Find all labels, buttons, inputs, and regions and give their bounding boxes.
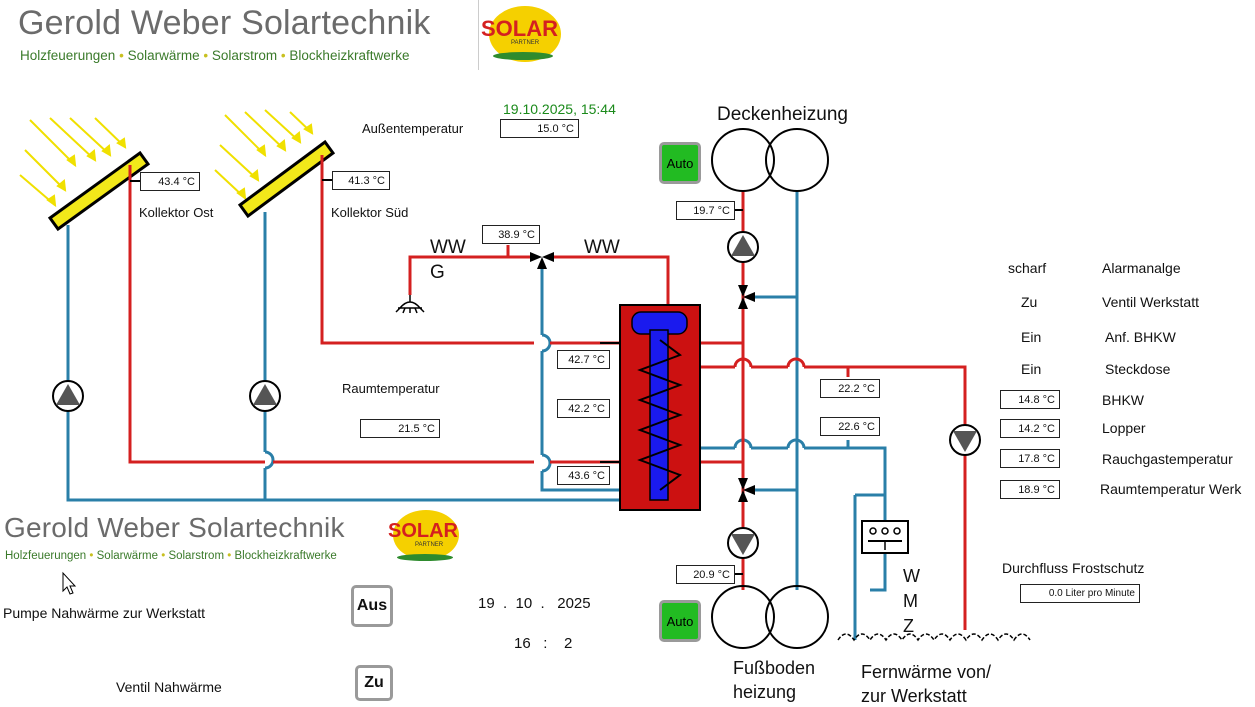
ww-left-label: WW (430, 237, 466, 258)
mouse-cursor-icon (62, 571, 77, 595)
pump-werkstatt-button[interactable]: Aus (351, 585, 393, 627)
pump-district-icon (949, 424, 981, 456)
valve-nahwaerme-button[interactable]: Zu (355, 665, 393, 701)
workshop-room-label: Raumtemperatur Werk (1100, 481, 1242, 497)
valve-floor-icon (738, 478, 755, 502)
storage-tank (600, 304, 701, 511)
sun-rays-east (19, 117, 127, 208)
company-tagline-bottom: Holzfeuerungen • Solarwärme • Solarstrom… (5, 550, 337, 562)
district-flow-temp: 22.2 °C (820, 379, 880, 398)
valve-nahwaerme-label: Ventil Nahwärme (116, 679, 222, 695)
ceiling-heater-icon (711, 128, 829, 192)
pump-werkstatt-label: Pumpe Nahwärme zur Werkstatt (3, 605, 206, 621)
status-socket-state: Ein (1021, 361, 1042, 377)
room-temp-label: Raumtemperatur (342, 381, 440, 396)
collector-east (47, 150, 151, 232)
pump-floor-icon (727, 527, 759, 559)
status-socket-name: Steckdose (1105, 361, 1171, 377)
ceiling-auto-button[interactable]: Auto (659, 142, 701, 184)
time-display: 16 : 2 (514, 635, 573, 652)
ceiling-heating-label: Deckenheizung (717, 104, 848, 125)
sun-rays-south (214, 109, 314, 201)
solar-partner-logo-bottom: SOLAR PARTNER (385, 506, 470, 568)
mixing-valve-icon (530, 252, 554, 269)
floor-flow-temp: 20.9 °C (676, 565, 735, 584)
lopper-temp: 14.2 °C (1000, 419, 1060, 438)
status-valve-state: Zu (1021, 294, 1038, 310)
ceiling-flow-temp: 19.7 °C (676, 201, 735, 220)
floor-heater-icon (711, 585, 829, 649)
outside-temp-value: 15.0 °C (500, 119, 579, 138)
flue-gas-temp: 17.8 °C (1000, 449, 1060, 468)
bhkw-label: BHKW (1102, 392, 1144, 408)
shower-icon (395, 295, 425, 314)
tank-top-temp: 42.7 °C (557, 350, 610, 369)
collector-east-label: Kollektor Ost (139, 205, 214, 220)
workshop-room-temp: 18.9 °C (1000, 480, 1060, 499)
tank-bottom-temp: 43.6 °C (557, 466, 610, 485)
bhkw-temp: 14.8 °C (1000, 390, 1060, 409)
pump-ceiling-icon (727, 231, 759, 263)
flue-gas-label: Rauchgastemperatur (1102, 451, 1233, 467)
status-alarm-state: scharf (1008, 260, 1047, 276)
status-bhkw-name: Anf. BHKW (1105, 329, 1176, 345)
flow-frost-value: 0.0 Liter pro Minute (1020, 584, 1140, 603)
collector-east-temp: 43.4 °C (140, 172, 200, 191)
company-title: Gerold Weber Solartechnik (18, 4, 431, 42)
collector-south-label: Kollektor Süd (331, 205, 409, 220)
floor-auto-button[interactable]: Auto (659, 600, 701, 642)
status-bhkw-state: Ein (1021, 329, 1042, 345)
pump-east-icon (52, 380, 84, 412)
wmz-label-z: Z (903, 616, 914, 636)
district-return-temp: 22.6 °C (820, 417, 880, 436)
wmz-label-w: W (903, 566, 920, 586)
collector-south (237, 139, 336, 219)
status-alarm-name: Alarmanalge (1102, 260, 1181, 276)
status-valve-name: Ventil Werkstatt (1102, 294, 1200, 310)
flow-frost-label: Durchfluss Frostschutz (1002, 560, 1145, 576)
district-label-2: zur Werkstatt (861, 686, 967, 706)
valve-ceiling-icon (738, 285, 755, 309)
heat-meter-icon (861, 520, 909, 554)
lopper-label: Lopper (1102, 420, 1146, 436)
company-tagline: Holzfeuerungen • Solarwärme • Solarstrom… (20, 48, 410, 63)
ground-line (837, 633, 1031, 642)
floor-heating-label-2: heizung (733, 682, 797, 702)
collector-south-temp: 41.3 °C (332, 171, 390, 190)
date-display: 19 . 10 . 2025 (478, 595, 591, 612)
ww-right-label: WW (584, 237, 620, 258)
district-label-1: Fernwärme von/ (861, 662, 992, 682)
datetime: 19.10.2025, 15:44 (503, 101, 616, 117)
company-title-bottom: Gerold Weber Solartechnik (4, 512, 345, 543)
wmz-label-m: M (903, 591, 918, 611)
room-temp-value: 21.5 °C (360, 419, 440, 438)
ww-g-label: G (430, 262, 445, 283)
tank-mid-temp: 42.2 °C (557, 399, 610, 418)
floor-heating-label-1: Fußboden (733, 658, 816, 678)
solar-partner-logo: SOLAR PARTNER (478, 0, 571, 70)
pump-south-icon (249, 380, 281, 412)
ww-mix-temp: 38.9 °C (482, 225, 540, 244)
outside-temp-label: Außentemperatur (362, 121, 464, 136)
